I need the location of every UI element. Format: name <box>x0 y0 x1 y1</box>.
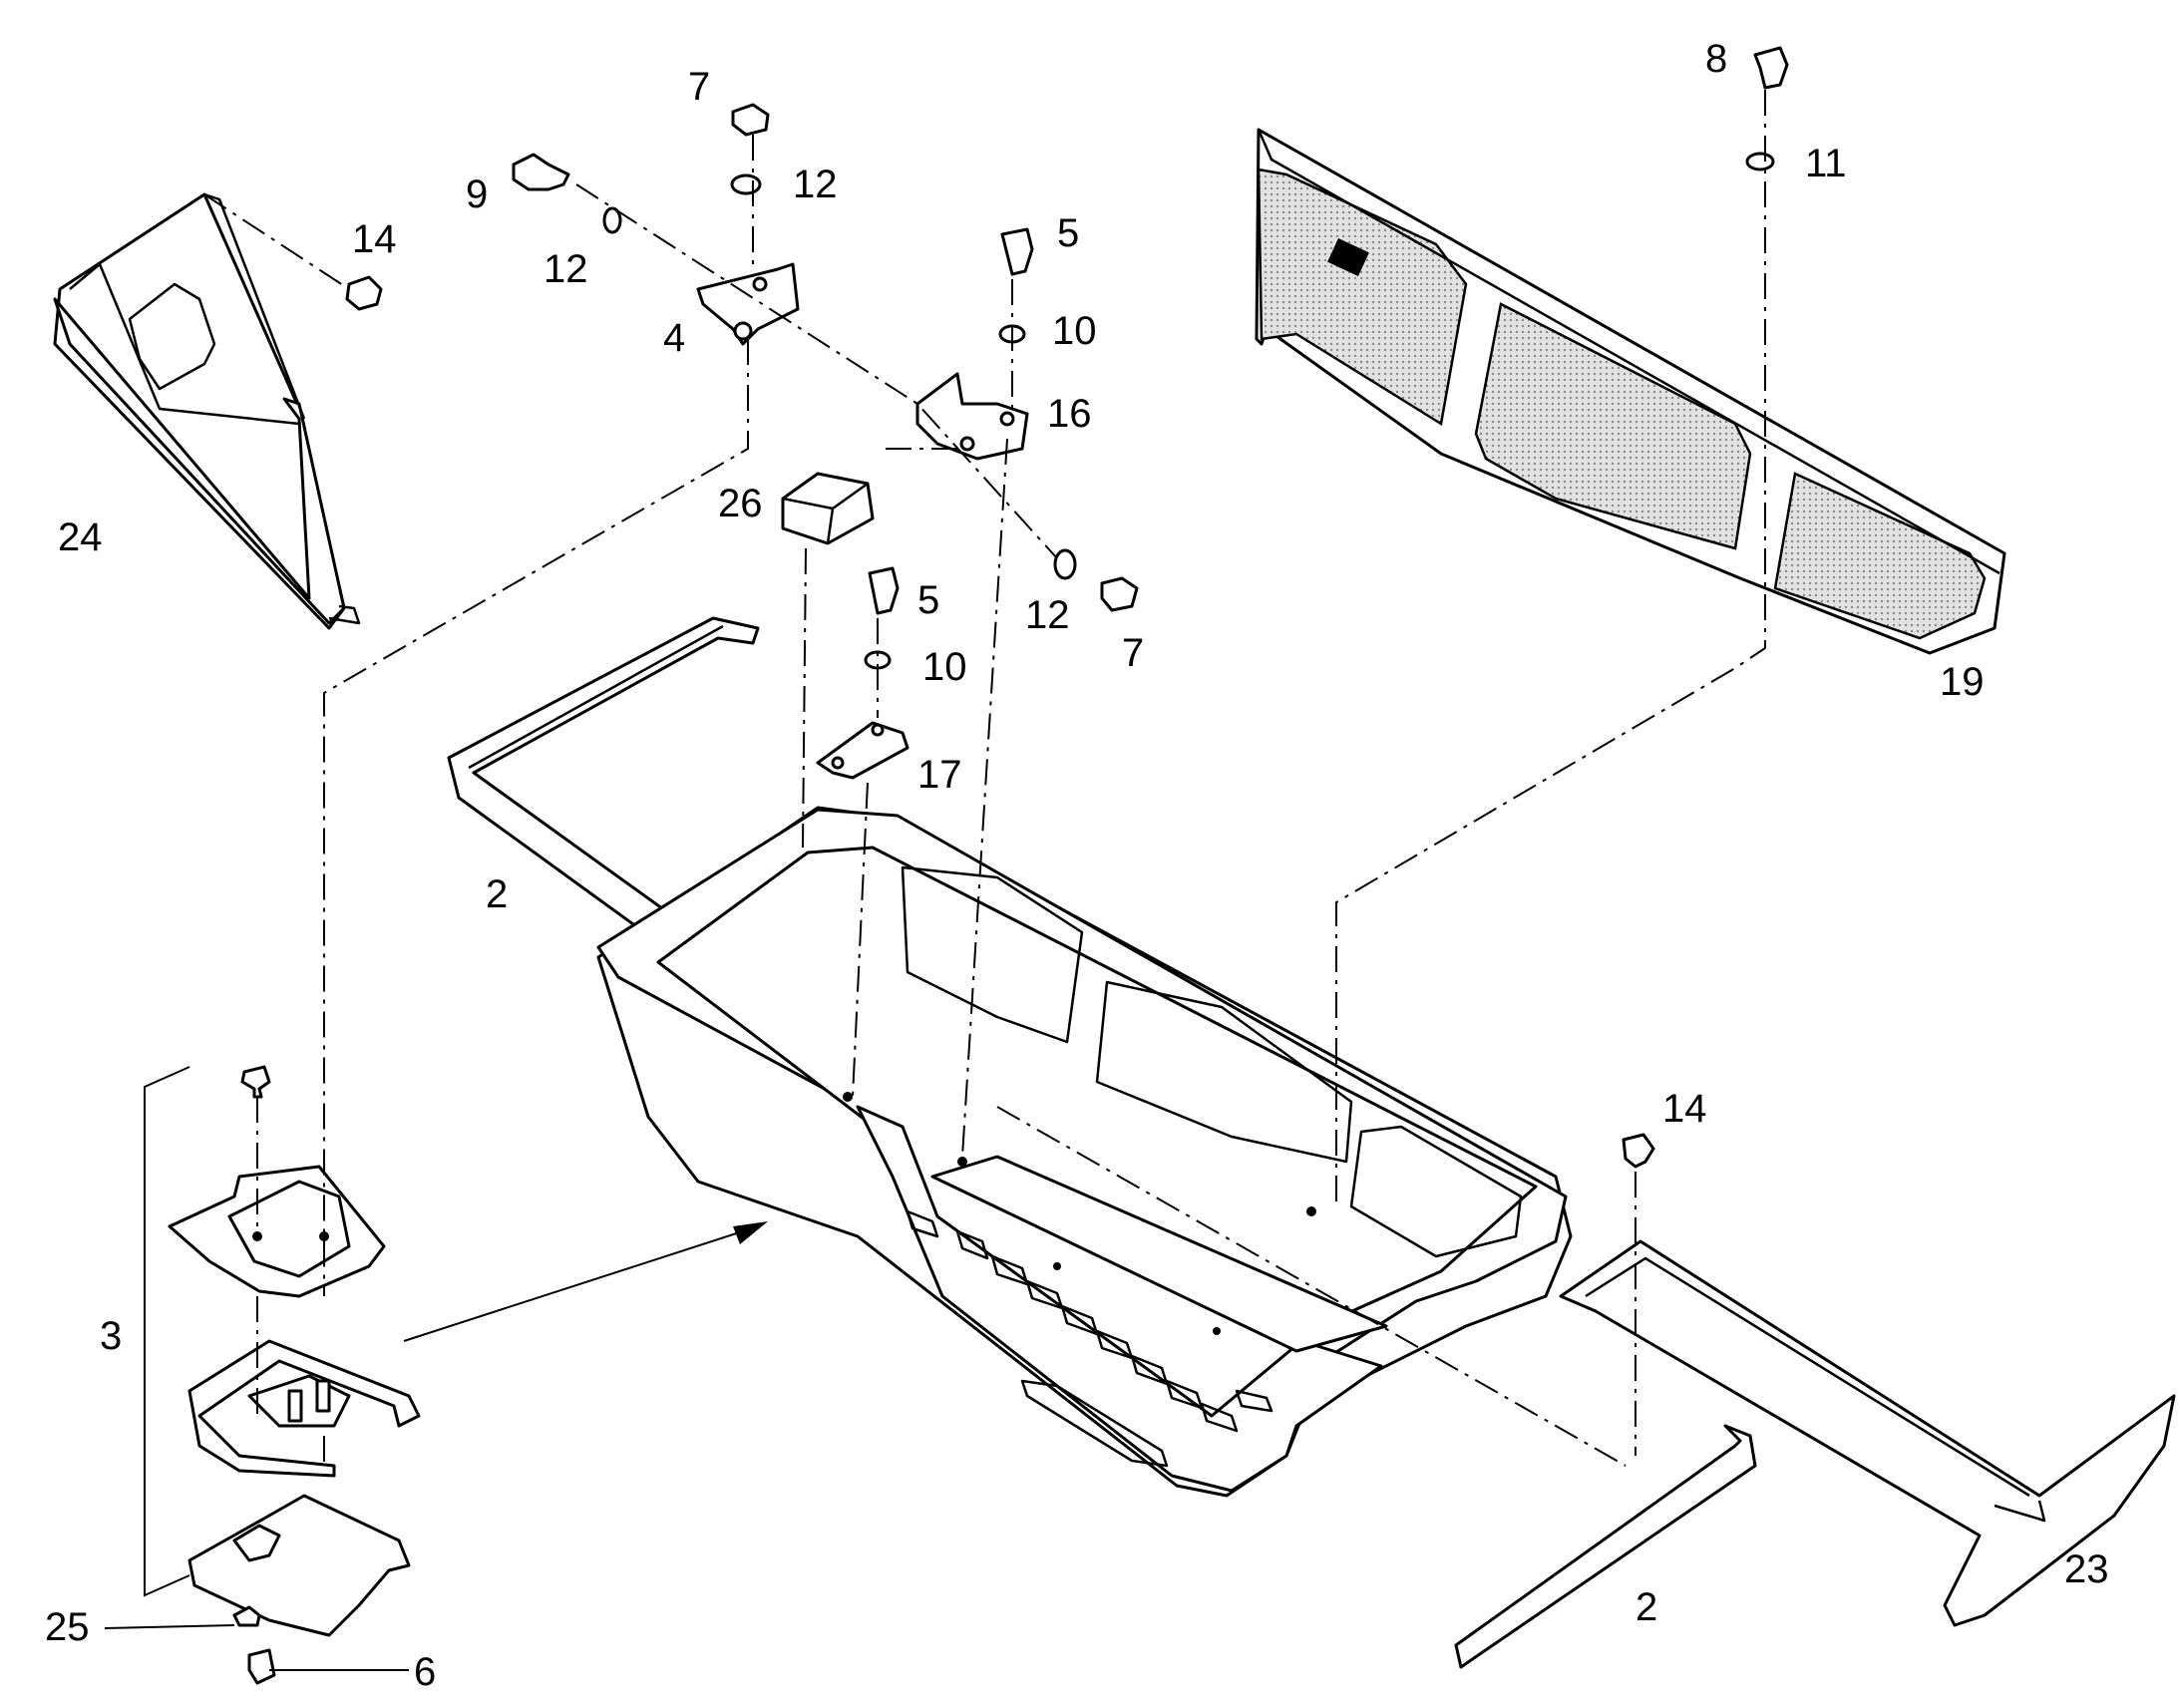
seal-strip-bottom-part-2 <box>1454 1424 1757 1669</box>
bolt-part-5-mid <box>868 566 900 615</box>
hinge-bracket-part-4 <box>696 262 800 346</box>
callout-2-bottom: 2 <box>1635 1585 1657 1629</box>
callout-14-right: 14 <box>1662 1087 1707 1131</box>
callout-23: 23 <box>2064 1547 2109 1591</box>
side-shield-part-24 <box>53 192 361 630</box>
callout-14-top: 14 <box>352 217 397 261</box>
screw-part-14-right <box>1622 1133 1655 1169</box>
leader-lines <box>104 1221 768 1671</box>
assembly-guides <box>203 90 1766 1467</box>
screw-part-14-top <box>345 275 383 311</box>
plate-part-17 <box>816 721 909 780</box>
cube-part-26 <box>781 472 875 545</box>
callout-4: 4 <box>663 316 685 360</box>
callout-5-top: 5 <box>1057 211 1079 255</box>
mesh-panel-part-19 <box>1255 128 2006 655</box>
callout-7-right: 7 <box>1122 631 1144 675</box>
seal-strip-part-2 <box>447 616 760 984</box>
callout-24: 24 <box>58 515 103 559</box>
callout-6: 6 <box>414 1650 436 1694</box>
nut-part-7-top <box>731 103 770 137</box>
callout-10-mid: 10 <box>922 645 967 689</box>
washer-part-12-left <box>602 206 622 234</box>
bracket-part-16 <box>915 372 1029 461</box>
callout-12-right: 12 <box>1025 593 1070 637</box>
callout-2-left: 2 <box>486 872 508 916</box>
washer-part-12-right <box>1053 548 1077 580</box>
tray-body <box>596 806 1573 1498</box>
washer-part-12-top <box>730 173 762 195</box>
latch-assembly-part-3 <box>144 1065 421 1685</box>
callout-7-top: 7 <box>688 65 710 109</box>
callout-9: 9 <box>466 172 488 216</box>
bottom-plate-part-23 <box>1559 1239 2176 1627</box>
washer-part-11 <box>1745 152 1775 171</box>
callout-19: 19 <box>1940 660 1985 704</box>
callout-10-top: 10 <box>1052 309 1097 353</box>
callout-8: 8 <box>1705 37 1727 81</box>
bolt-part-8 <box>1753 46 1789 90</box>
bolt-part-5-top <box>1000 227 1034 276</box>
nut-part-7-right <box>1100 576 1139 612</box>
callout-5-mid: 5 <box>917 578 939 622</box>
vent-slots <box>906 1209 1273 1433</box>
callout-12-top: 12 <box>793 163 838 206</box>
callout-16: 16 <box>1047 392 1092 436</box>
callout-25: 25 <box>45 1605 90 1649</box>
callout-11: 11 <box>1805 142 1847 185</box>
callout-26: 26 <box>718 482 763 525</box>
callout-labels: 7 12 9 12 14 4 5 10 16 26 24 5 12 7 10 1… <box>45 37 2109 1694</box>
callout-12-left: 12 <box>544 247 588 291</box>
callout-17: 17 <box>917 753 962 797</box>
bolt-part-9 <box>512 153 570 191</box>
callout-3: 3 <box>100 1314 122 1358</box>
